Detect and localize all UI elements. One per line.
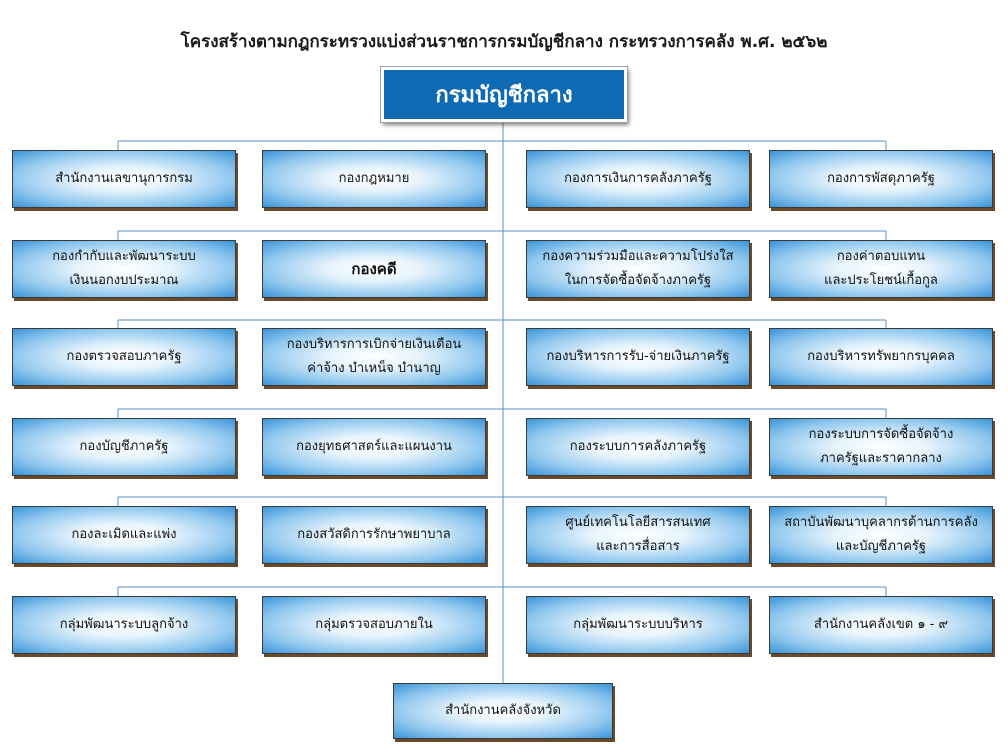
org-unit-box: กองการเงินการคลังภาครัฐ bbox=[526, 150, 750, 208]
org-unit-box: สถาบันพัฒนาบุคลากรด้านการคลัง และบัญชีภา… bbox=[769, 506, 993, 564]
org-unit-box: กองสวัสดิการรักษาพยาบาล bbox=[262, 506, 486, 564]
org-unit-box: กองระบบการจัดซื้อจัดจ้าง ภาครัฐและราคากล… bbox=[769, 418, 993, 476]
org-unit-box: กองกฎหมาย bbox=[262, 150, 486, 208]
org-unit-box: กองตรวจสอบภาครัฐ bbox=[12, 328, 236, 386]
org-unit-box: สำนักงานคลังเขต ๑ - ๙ bbox=[769, 596, 993, 654]
org-unit-box: กองกำกับและพัฒนาระบบ เงินนอกงบประมาณ bbox=[12, 240, 236, 298]
org-unit-box: กองความร่วมมือและความโปร่งใส ในการจัดซื้… bbox=[526, 240, 750, 298]
org-unit-box: กองค่าตอบแทน และประโยชน์เกื้อกูล bbox=[769, 240, 993, 298]
org-unit-box: กองบริหารการเบิกจ่ายเงินเดือน ค่าจ้าง บำ… bbox=[262, 328, 486, 386]
org-unit-box: ศูนย์เทคโนโลยีสารสนเทศ และการสื่อสาร bbox=[526, 506, 750, 564]
org-unit-box: กลุ่มตรวจสอบภายใน bbox=[262, 596, 486, 654]
org-unit-box: กองยุทธศาสตร์และแผนงาน bbox=[262, 418, 486, 476]
org-unit-box: กองละเมิดและแพ่ง bbox=[12, 506, 236, 564]
org-unit-box: กองระบบการคลังภาครัฐ bbox=[526, 418, 750, 476]
org-unit-box: กองการพัสดุภาครัฐ bbox=[769, 150, 993, 208]
org-unit-box: กลุ่มพัฒนาระบบบริหาร bbox=[526, 596, 750, 654]
bottom-unit-box: สำนักงานคลังจังหวัด bbox=[393, 683, 613, 739]
chart-title: โครงสร้างตามกฎกระทรวงแบ่งส่วนราชการกรมบั… bbox=[180, 32, 828, 52]
org-unit-box: กองคดี bbox=[262, 240, 486, 298]
org-unit-box: สำนักงานเลขานุการกรม bbox=[12, 150, 236, 208]
head-unit-box: กรมบัญชีกลาง bbox=[380, 66, 628, 123]
org-unit-box: กองบริหารการรับ-จ่ายเงินภาครัฐ bbox=[526, 328, 750, 386]
org-unit-box: กองบัญชีภาครัฐ bbox=[12, 418, 236, 476]
org-unit-box: กลุ่มพัฒนาระบบลูกจ้าง bbox=[12, 596, 236, 654]
org-unit-box: กองบริหารทรัพยากรบุคคล bbox=[769, 328, 993, 386]
